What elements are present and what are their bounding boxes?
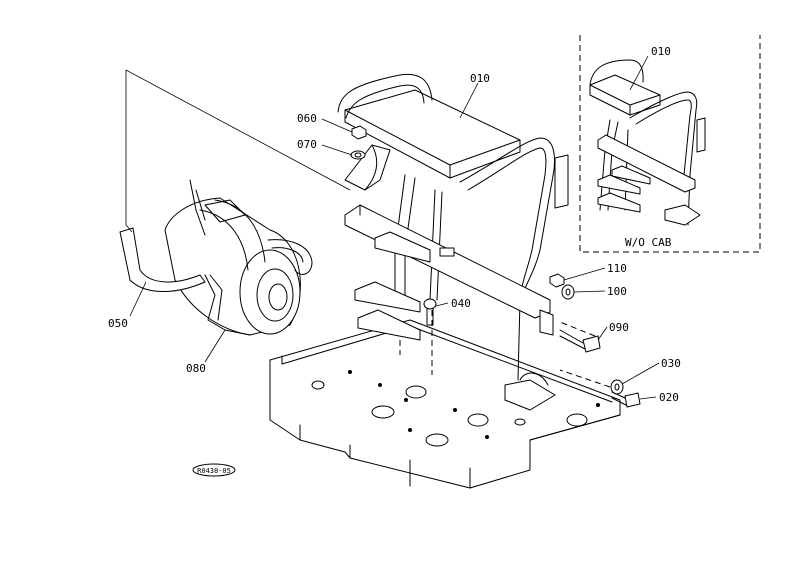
callout-leaders	[129, 55, 660, 400]
callout-010-main: 010	[470, 72, 490, 85]
callout-labels: 010 010 060 070 050 080 040 110 100 090 …	[108, 45, 681, 404]
hardware	[350, 125, 641, 408]
assembly-leader	[125, 69, 351, 191]
floor-holes	[348, 370, 600, 439]
inset-caption: W/O CAB	[625, 236, 672, 249]
rops-frame	[337, 73, 611, 411]
drawing-code-badge: R0438-05	[192, 463, 236, 477]
callout-060: 060	[297, 112, 317, 125]
muffler-assembly	[119, 179, 313, 336]
drawing-code: R0438-05	[197, 467, 231, 475]
callout-070: 070	[297, 138, 317, 151]
floor-panel	[269, 319, 621, 489]
callout-080: 080	[186, 362, 206, 375]
inset-wo-cab	[579, 35, 761, 253]
callout-010-inset: 010	[651, 45, 671, 58]
callout-040: 040	[451, 297, 471, 310]
callout-030: 030	[661, 357, 681, 370]
callout-100: 100	[607, 285, 627, 298]
callout-050: 050	[108, 317, 128, 330]
callout-020: 020	[659, 391, 679, 404]
callout-110: 110	[607, 262, 627, 275]
callout-090: 090	[609, 321, 629, 334]
